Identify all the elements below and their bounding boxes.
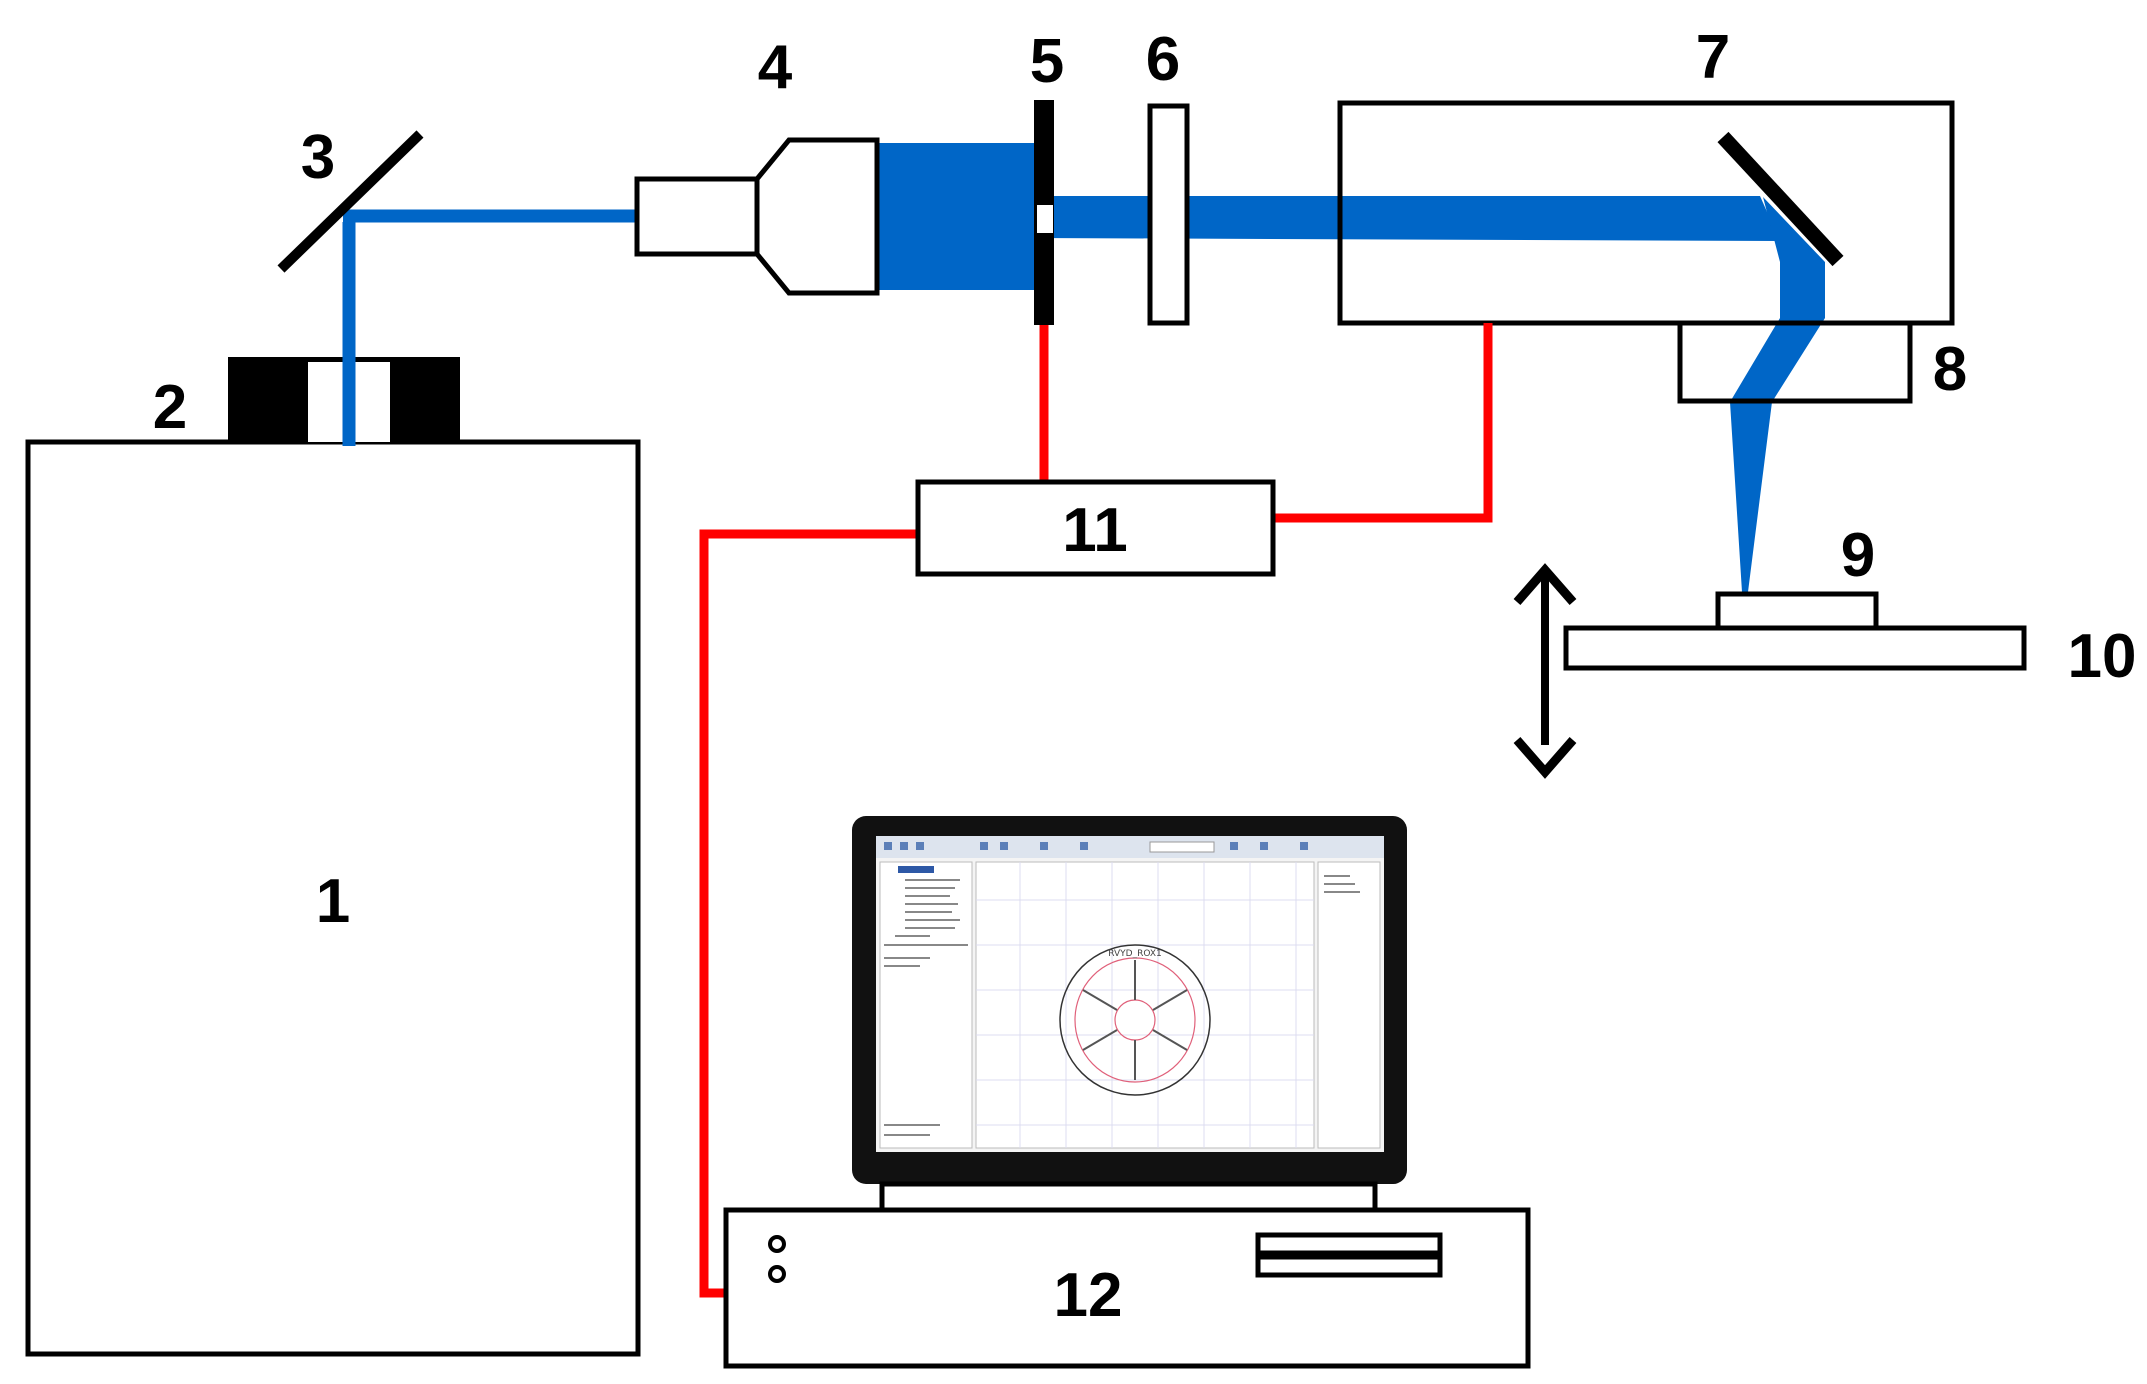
screen-right-panel — [1317, 861, 1381, 1149]
cable-controller-computer — [699, 529, 917, 1298]
screen-part-text: RVYD_ROX1 — [1108, 949, 1162, 959]
reset-button-icon — [768, 1265, 786, 1283]
laser-beam — [342, 143, 1825, 592]
laser-source-box — [25, 439, 641, 1357]
screen-right-lines — [1324, 875, 1360, 893]
scan-head-mirror — [1717, 131, 1844, 267]
filter-plate — [1147, 103, 1190, 326]
sample-block — [1715, 591, 1879, 631]
control-cables — [699, 323, 1493, 1298]
screen-toolbar-field — [1149, 841, 1215, 853]
monitor-stand — [879, 1181, 1378, 1213]
label-filter: 6 — [1146, 25, 1180, 94]
mirror-3 — [277, 130, 424, 273]
aperture-hole — [1037, 205, 1053, 233]
screen-canvas — [975, 861, 1315, 1149]
beam-down — [1730, 197, 1825, 592]
label-stage: 10 — [2068, 622, 2137, 691]
expander-cone — [754, 137, 880, 296]
beam-expanded-block — [877, 143, 1035, 290]
label-computer: 12 — [1054, 1261, 1123, 1330]
expander-small-tube — [634, 176, 760, 257]
label-sample: 9 — [1841, 521, 1875, 590]
label-scan-head: 7 — [1696, 23, 1730, 92]
screen-canvas-grid — [976, 862, 1314, 1148]
screen-part-drawing — [1059, 944, 1211, 1096]
controller-box — [915, 479, 1276, 577]
label-aperture: 5 — [1030, 27, 1064, 96]
stage-plate — [1563, 625, 2027, 671]
screen-tree-highlight — [898, 866, 934, 873]
screen-left-panel — [879, 861, 973, 1149]
stage-movement-arrow-icon — [1513, 563, 1577, 779]
label-lens: 8 — [1933, 335, 1967, 404]
screen-toolbar-icons — [884, 842, 1308, 850]
label-shutter: 2 — [153, 373, 187, 442]
label-controller: 11 — [1062, 496, 1128, 565]
label-mirror: 3 — [301, 123, 335, 192]
lens-box — [1677, 320, 1913, 404]
drive-bay-lower — [1255, 1254, 1443, 1278]
beam-expander — [634, 137, 880, 296]
screen-toolbar — [876, 836, 1384, 858]
power-button-icon — [768, 1235, 786, 1253]
scan-head-box — [1337, 100, 1955, 326]
label-beam-expander: 4 — [758, 33, 793, 102]
beam-wide-horizontal — [1035, 196, 1780, 241]
drive-bay-upper — [1255, 1232, 1443, 1256]
computer: RVYD_ROX1 — [723, 816, 1531, 1369]
label-laser-source: 1 — [316, 867, 350, 936]
cable-scanhead-controller — [1273, 323, 1493, 523]
screen-tree-lines — [884, 879, 968, 1136]
